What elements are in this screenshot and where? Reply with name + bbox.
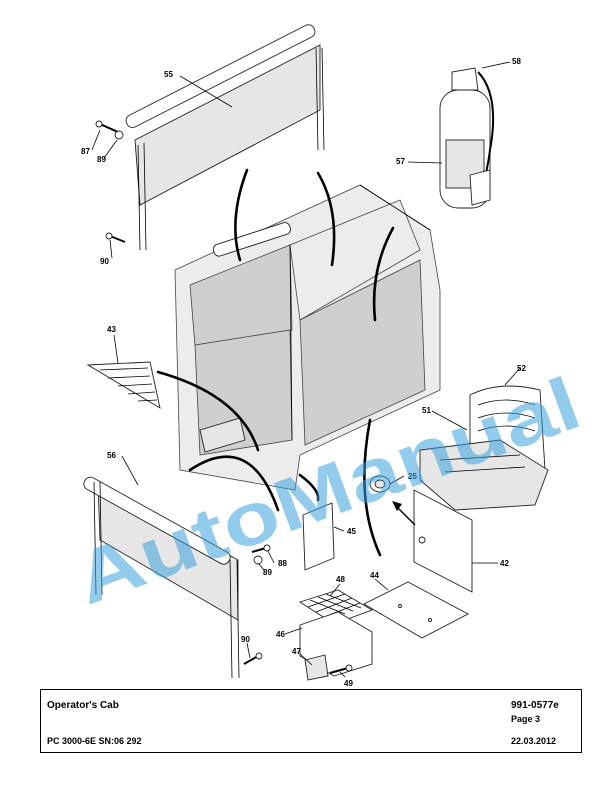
washer-89-upper xyxy=(114,130,124,140)
callout-89-lower: 89 xyxy=(263,568,272,577)
callout-87: 87 xyxy=(81,147,90,156)
document-title: Operator's Cab xyxy=(47,700,119,711)
callout-45: 45 xyxy=(347,527,356,536)
callout-25: 25 xyxy=(408,472,417,481)
callout-51: 51 xyxy=(422,406,431,415)
assembly-arrows xyxy=(156,168,416,557)
callout-48: 48 xyxy=(336,575,345,584)
callout-57: 57 xyxy=(396,157,405,166)
bolt-49 xyxy=(329,664,353,674)
callout-90-lower: 90 xyxy=(241,635,250,644)
document-number: 991-0577e xyxy=(511,700,559,711)
machine-model: PC 3000-6E SN:06 292 xyxy=(47,736,142,746)
screw-bolt-87 xyxy=(95,120,119,133)
exploded-parts-diagram: 55 58 57 87 89 90 43 52 51 56 25 45 88 8… xyxy=(64,24,591,688)
title-block: Operator's Cab 991-0577e Page 3 PC 3000-… xyxy=(40,689,582,753)
rear-panel-42 xyxy=(413,489,473,593)
screw-90-lower xyxy=(243,652,263,665)
leader-lines xyxy=(91,61,521,678)
callout-labels: 55 58 57 87 89 90 43 52 51 56 25 45 88 8… xyxy=(81,57,526,688)
callout-42: 42 xyxy=(500,559,509,568)
callout-43: 43 xyxy=(107,325,116,334)
clamp-47 xyxy=(304,654,329,681)
step-plate xyxy=(86,361,161,409)
operator-seat xyxy=(419,385,549,511)
callout-44: 44 xyxy=(370,571,379,580)
callout-46: 46 xyxy=(276,630,285,639)
callout-56: 56 xyxy=(107,451,116,460)
fire-extinguisher xyxy=(439,67,495,209)
callout-52: 52 xyxy=(517,364,526,373)
floor-mat-44 xyxy=(363,581,469,639)
cab-body xyxy=(174,184,441,491)
screw-88 xyxy=(251,544,271,553)
callout-55: 55 xyxy=(164,70,173,79)
callout-88: 88 xyxy=(278,559,287,568)
side-panel-45 xyxy=(302,502,335,571)
washer-89-lower xyxy=(253,555,263,565)
page-number: Page 3 xyxy=(511,714,541,724)
callout-58: 58 xyxy=(512,57,521,66)
callout-49: 49 xyxy=(344,679,353,688)
roller-blind-lower xyxy=(83,476,240,679)
step-grating-48 xyxy=(298,589,374,625)
callout-47: 47 xyxy=(292,647,301,656)
callout-90-upper: 90 xyxy=(100,257,109,266)
screw-90-upper xyxy=(105,232,126,243)
document-date: 22.03.2012 xyxy=(511,736,557,746)
callout-89-upper: 89 xyxy=(97,155,106,164)
roller-blind-upper xyxy=(125,24,325,251)
